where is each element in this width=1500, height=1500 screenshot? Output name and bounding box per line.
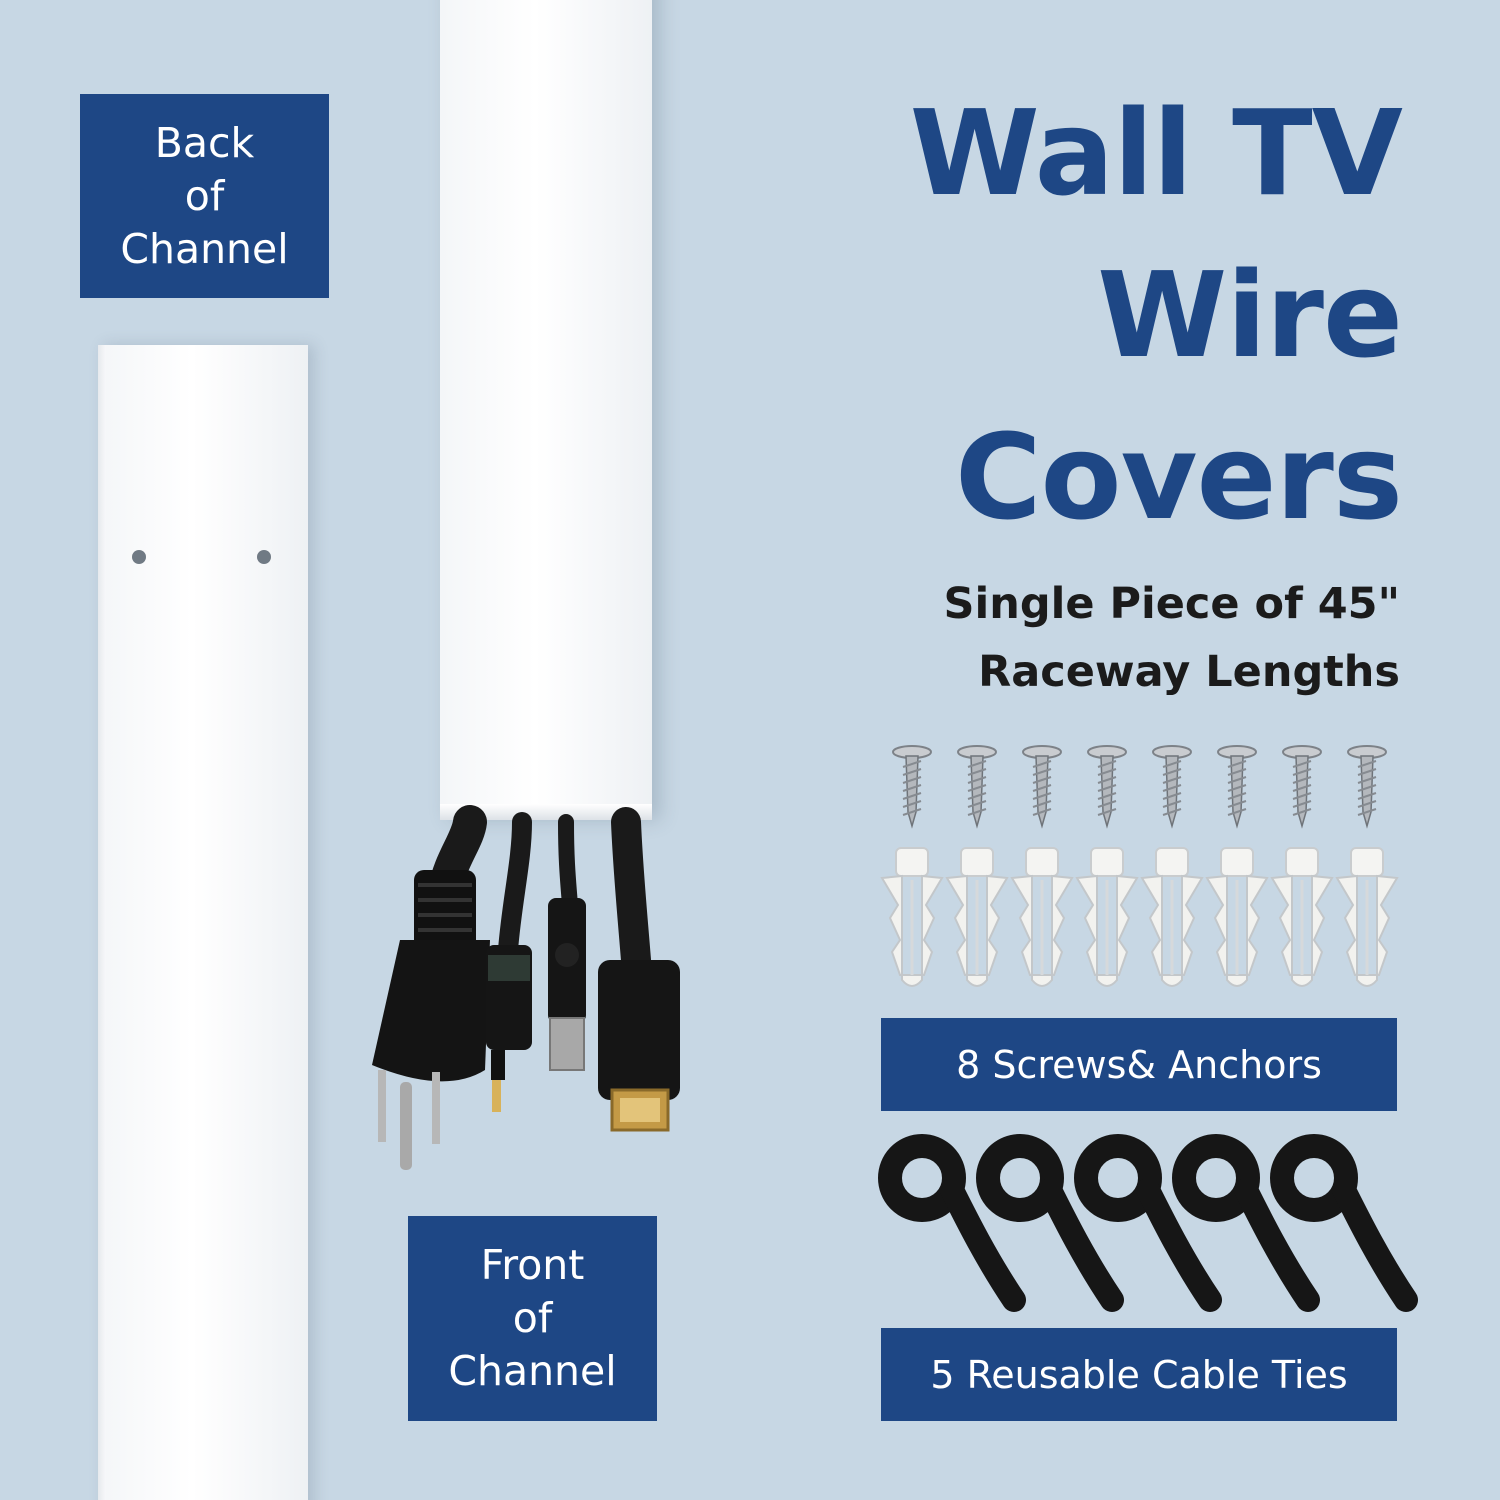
cable-ties-label: 5 Reusable Cable Ties [930,1352,1348,1397]
title-line-2: Wire [1097,246,1403,384]
front-label-line-1: Front [480,1241,585,1289]
back-label-line-2: of [184,171,225,220]
hdmi-plug-icon [598,960,680,1132]
front-label-line-2: of [512,1294,553,1342]
cable-tie-icon [878,1134,1026,1312]
back-label-line-3: Channel [120,224,289,273]
title-line-1: Wall TV [909,84,1403,222]
mounting-hole-right [257,550,271,564]
cable-ties-banner: 5 Reusable Cable Ties [881,1328,1397,1421]
screw-icon [1347,745,1387,829]
usb-plug-icon [548,898,586,1071]
screw-icon [1087,745,1127,829]
front-label-line-3: Channel [448,1347,617,1395]
wall-anchor-icon [1140,847,1204,987]
cable-tie-icon [1172,1134,1320,1312]
wall-anchor-icon [1075,847,1139,987]
screw-icon [1282,745,1322,829]
back-label-line-1: Back [154,118,255,167]
title-line-3: Covers [954,408,1403,546]
screws-anchors-label: 8 Screws& Anchors [956,1042,1322,1087]
wall-anchor-icon [1335,847,1399,987]
screw-icon [957,745,997,829]
wall-anchor-icon [880,847,944,987]
wall-anchor-icon [1010,847,1074,987]
cable-tie-icon [1074,1134,1222,1312]
front-channel-piece [440,0,652,820]
wall-anchor-icon [1270,847,1334,987]
screw-icon [1022,745,1062,829]
screw-icon [892,745,932,829]
subtitle-line-1: Single Piece of 45" [943,579,1400,629]
front-of-channel-label: Front of Channel [408,1216,657,1421]
screw-icon [1217,745,1257,829]
cable-tie-icon [976,1134,1124,1312]
mounting-hole-left [132,550,146,564]
product-subtitle: Single Piece of 45" Raceway Lengths [840,570,1400,706]
subtitle-line-2: Raceway Lengths [978,647,1400,697]
wall-anchor-icon [945,847,1009,987]
cable-tie-icon [1270,1134,1418,1312]
audio-jack-icon [486,945,532,1112]
power-plug-icon [372,870,490,1170]
screws-anchors-banner: 8 Screws& Anchors [881,1018,1397,1111]
product-title: Wall TV Wire Covers [842,72,1403,558]
screw-icon [1152,745,1192,829]
back-of-channel-label: Back of Channel [80,94,329,298]
wall-anchor-icon [1205,847,1269,987]
back-channel-piece [98,345,308,1500]
